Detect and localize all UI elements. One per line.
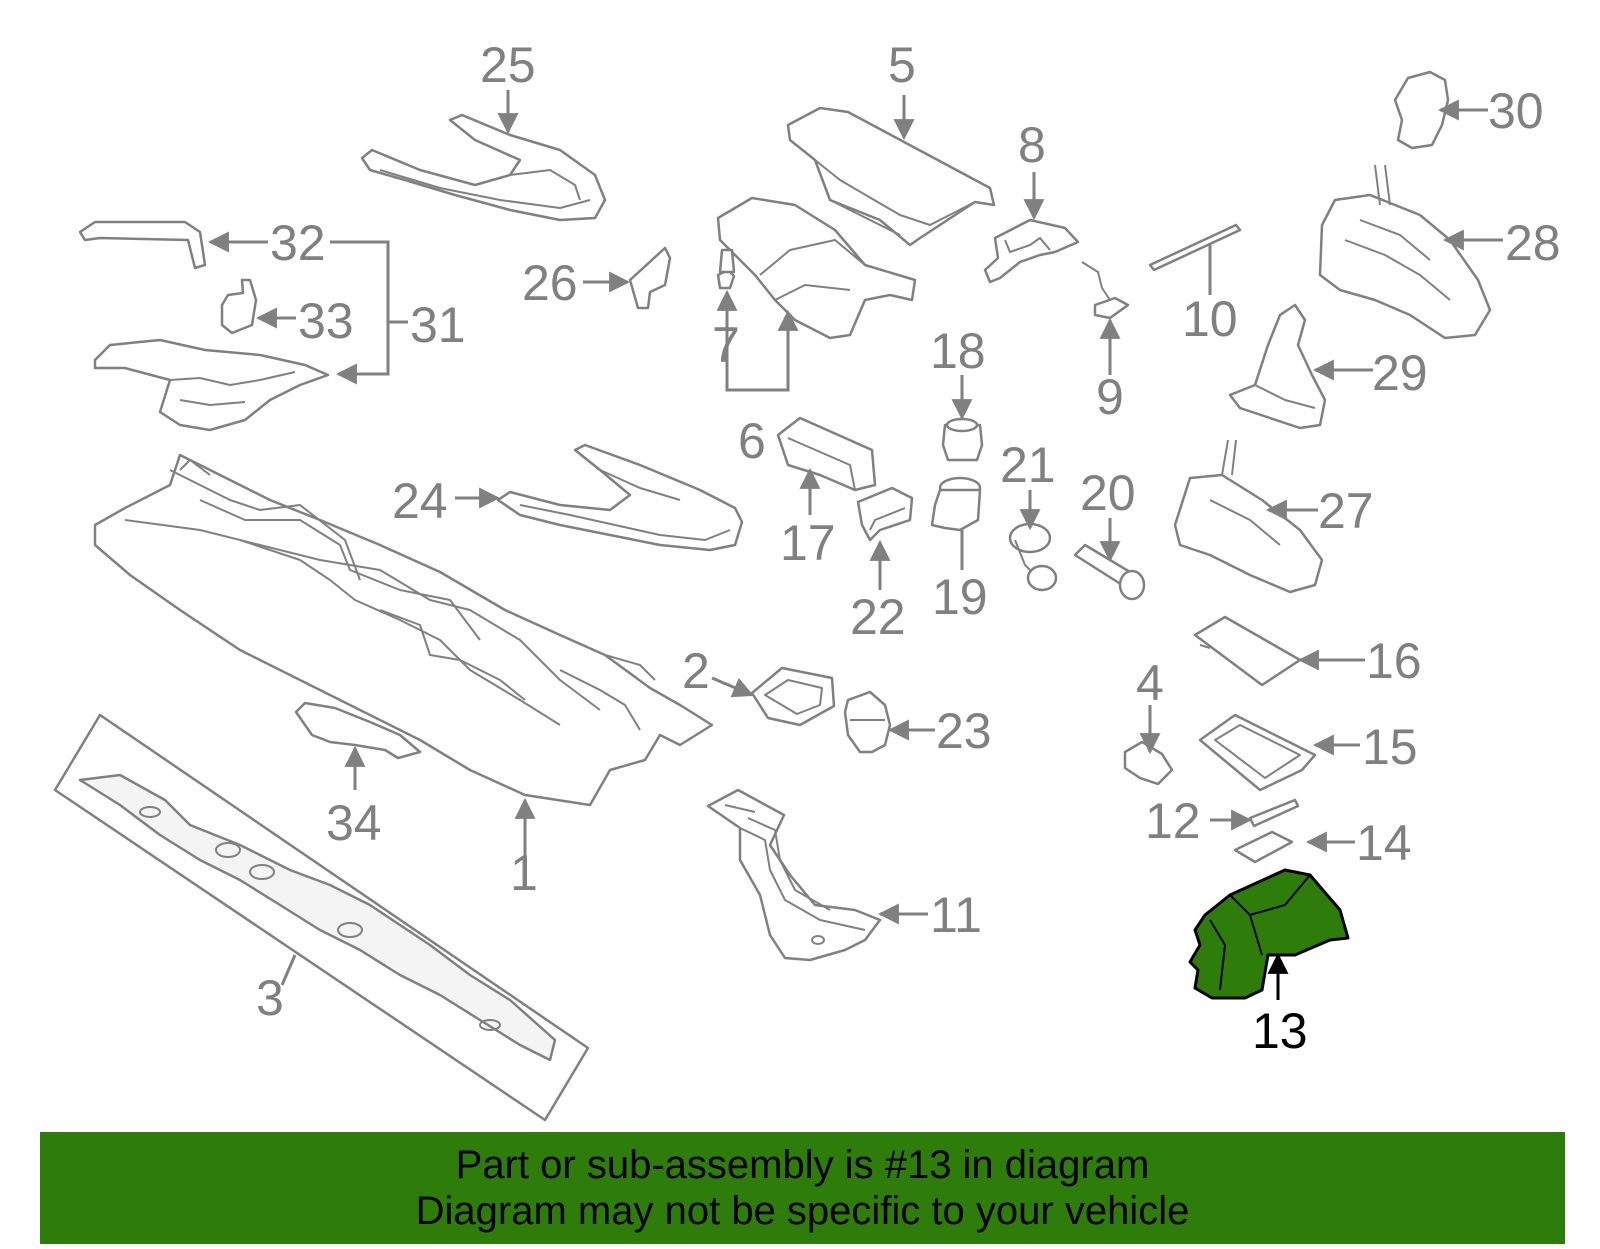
callout-2[interactable]: 2 bbox=[682, 643, 710, 699]
callout-labels: 1 2 3 4 5 6 7 8 9 10 11 12 13 14 15 16 1… bbox=[256, 37, 1561, 1059]
callout-8[interactable]: 8 bbox=[1018, 117, 1046, 173]
notice-banner: Part or sub-assembly is #13 in diagram D… bbox=[40, 1132, 1565, 1244]
callout-9[interactable]: 9 bbox=[1096, 369, 1124, 425]
callout-12[interactable]: 12 bbox=[1145, 793, 1201, 849]
part-33-clip[interactable] bbox=[220, 278, 258, 335]
part-27-shifter-housing[interactable] bbox=[1173, 439, 1324, 594]
part-16-panel[interactable] bbox=[1193, 615, 1302, 687]
callout-3[interactable]: 3 bbox=[256, 970, 284, 1026]
callout-6[interactable]: 6 bbox=[738, 413, 766, 469]
callout-33[interactable]: 33 bbox=[298, 293, 354, 349]
leader-2 bbox=[711, 676, 754, 698]
callout-26[interactable]: 26 bbox=[522, 255, 578, 311]
callout-25[interactable]: 25 bbox=[480, 37, 536, 93]
part-9-clip[interactable] bbox=[1081, 261, 1130, 320]
callout-11[interactable]: 11 bbox=[930, 887, 982, 943]
part-29-shift-boot[interactable] bbox=[1228, 303, 1327, 430]
part-34-trim-piece[interactable] bbox=[294, 701, 422, 760]
part-26-clip[interactable] bbox=[628, 246, 672, 310]
callout-15[interactable]: 15 bbox=[1362, 719, 1418, 775]
callout-1[interactable]: 1 bbox=[510, 845, 538, 901]
callout-16[interactable]: 16 bbox=[1366, 633, 1422, 689]
banner-line-1: Part or sub-assembly is #13 in diagram bbox=[455, 1143, 1150, 1187]
callout-34[interactable]: 34 bbox=[326, 795, 382, 851]
callout-32[interactable]: 32 bbox=[270, 215, 326, 271]
banner-line-2: Diagram may not be specific to your vehi… bbox=[415, 1189, 1190, 1233]
part-11-wiring-harness[interactable] bbox=[706, 788, 882, 962]
callout-7[interactable]: 7 bbox=[712, 317, 740, 373]
part-1-console-body[interactable] bbox=[93, 453, 714, 807]
part-5-armrest-lid[interactable] bbox=[786, 106, 996, 247]
leader-lines bbox=[207, 90, 1503, 1000]
callout-17[interactable]: 17 bbox=[780, 515, 836, 571]
callout-23[interactable]: 23 bbox=[936, 703, 992, 759]
part-25-trim[interactable] bbox=[360, 113, 607, 222]
callout-13[interactable]: 13 bbox=[1252, 1003, 1308, 1059]
callout-28[interactable]: 28 bbox=[1505, 215, 1561, 271]
callout-4[interactable]: 4 bbox=[1136, 655, 1164, 711]
part-17-box[interactable] bbox=[776, 416, 877, 492]
callout-27[interactable]: 27 bbox=[1318, 483, 1374, 539]
part-10-strip[interactable] bbox=[1148, 223, 1242, 272]
callout-19[interactable]: 19 bbox=[932, 569, 988, 625]
part-7-push-pin[interactable] bbox=[716, 248, 736, 290]
part-13-shift-cover[interactable] bbox=[1188, 868, 1350, 1000]
part-22-switch[interactable] bbox=[856, 486, 914, 542]
part-15-panel[interactable] bbox=[1198, 713, 1317, 792]
callout-30[interactable]: 30 bbox=[1488, 83, 1544, 139]
callout-18[interactable]: 18 bbox=[930, 323, 986, 379]
part-31-handbrake-assembly[interactable] bbox=[93, 338, 330, 432]
part-18-knob[interactable] bbox=[941, 417, 984, 462]
part-23-switch[interactable] bbox=[843, 690, 892, 754]
callout-5[interactable]: 5 bbox=[888, 37, 916, 93]
part-24-trim[interactable] bbox=[496, 443, 744, 552]
part-20-lighter[interactable] bbox=[1073, 543, 1146, 601]
leader-31-bracket bbox=[330, 240, 390, 385]
part-6-storage-bin[interactable] bbox=[716, 196, 917, 340]
part-30-shift-knob[interactable] bbox=[1393, 70, 1450, 150]
leader-6 bbox=[725, 309, 799, 392]
part-19-socket[interactable] bbox=[930, 476, 982, 532]
callout-29[interactable]: 29 bbox=[1372, 345, 1428, 401]
leader-3 bbox=[280, 954, 297, 986]
part-8-bracket[interactable] bbox=[983, 218, 1080, 284]
part-14-plate[interactable] bbox=[1233, 830, 1294, 864]
callout-24[interactable]: 24 bbox=[392, 473, 448, 529]
part-2-tray[interactable] bbox=[750, 666, 836, 727]
callout-20[interactable]: 20 bbox=[1080, 465, 1136, 521]
part-21-socket-cap[interactable] bbox=[1008, 522, 1058, 592]
callout-10[interactable]: 10 bbox=[1182, 291, 1238, 347]
part-32-handle[interactable] bbox=[78, 220, 207, 270]
callout-31[interactable]: 31 bbox=[410, 297, 466, 353]
callout-14[interactable]: 14 bbox=[1356, 815, 1412, 871]
part-12-strip[interactable] bbox=[1248, 798, 1300, 828]
callout-21[interactable]: 21 bbox=[1000, 437, 1056, 493]
part-28-shifter-assembly[interactable] bbox=[1318, 164, 1492, 340]
part-3-trim-strip[interactable] bbox=[53, 713, 590, 1122]
callout-22[interactable]: 22 bbox=[850, 589, 906, 645]
